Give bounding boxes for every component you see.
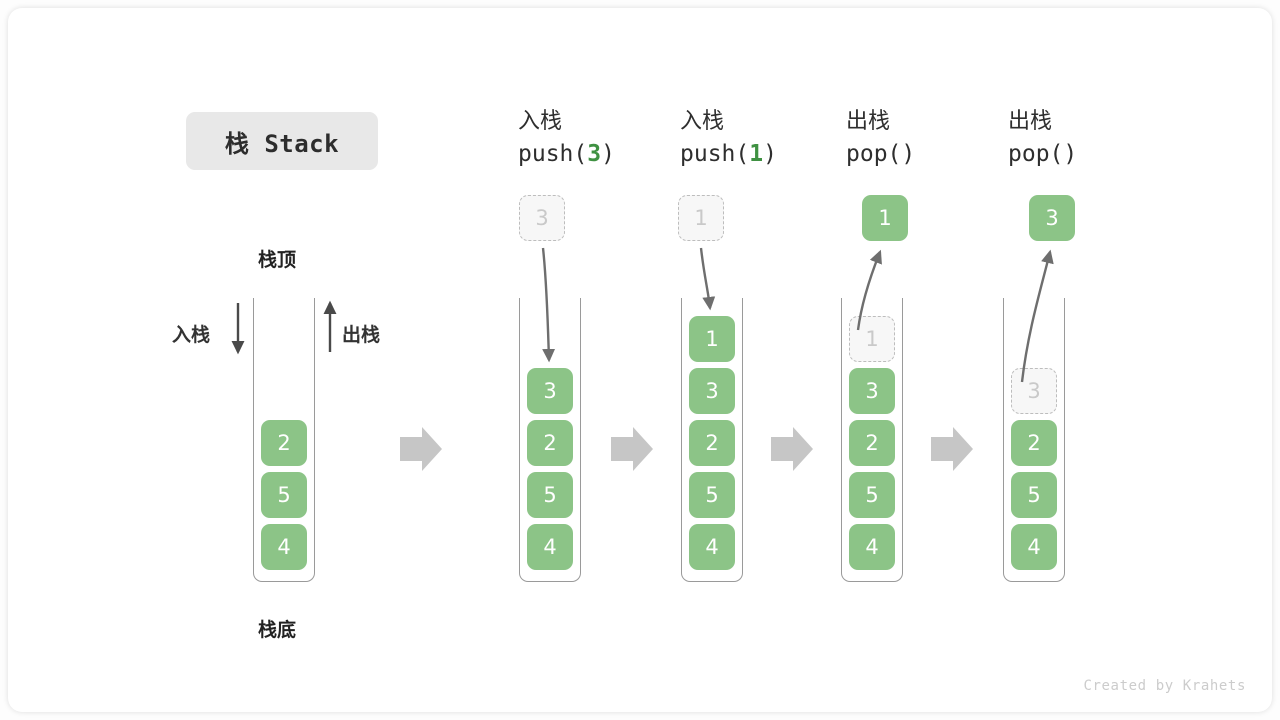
stack-cells: 1 3 2 5 4 (689, 316, 735, 570)
stack-cells: 3 2 5 4 (527, 368, 573, 570)
operation-code-0: push(3) (518, 141, 615, 168)
push-direction-label: 入栈 (172, 324, 211, 346)
operation-header-0: 入栈 push(3) (518, 108, 688, 170)
operation-header-1: 入栈 push(1) (680, 108, 850, 170)
stack-cell: 5 (689, 472, 735, 518)
stack-cell: 4 (527, 524, 573, 570)
operation-cn-3: 出栈 (1008, 109, 1053, 134)
stack-top-label: 栈顶 (258, 249, 297, 271)
operation-cn-0: 入栈 (518, 109, 563, 134)
stack-cell: 5 (849, 472, 895, 518)
stack-cell: 4 (1011, 524, 1057, 570)
operation-cn-2: 出栈 (846, 109, 891, 134)
stack-cell: 3 (1011, 368, 1057, 414)
operation-header-3: 出栈 pop() (1008, 108, 1178, 170)
stack-cell: 1 (849, 316, 895, 362)
stack-cell: 4 (261, 524, 307, 570)
title-badge: 栈 Stack (186, 112, 378, 170)
stack-cell: 3 (527, 368, 573, 414)
stack-cell: 2 (261, 420, 307, 466)
stack-cell: 5 (261, 472, 307, 518)
stack-cells: 1 3 2 5 4 (849, 316, 895, 570)
stack-cell: 2 (849, 420, 895, 466)
operation-code-2: pop() (846, 141, 916, 168)
credit-text: Created by Krahets (1083, 678, 1246, 694)
stack-cell: 1 (689, 316, 735, 362)
stack-cell: 5 (527, 472, 573, 518)
pending-push-cell: 3 (519, 195, 565, 241)
operation-code-1: push(1) (680, 141, 777, 168)
popped-value-cell: 3 (1029, 195, 1075, 241)
pop-direction-label: 出栈 (342, 324, 381, 346)
operation-code-3: pop() (1008, 141, 1078, 168)
popped-value-cell: 1 (862, 195, 908, 241)
stack-cell: 4 (849, 524, 895, 570)
pending-push-cell: 1 (678, 195, 724, 241)
stack-cell: 3 (849, 368, 895, 414)
stack-cell: 2 (689, 420, 735, 466)
stack-cell: 3 (689, 368, 735, 414)
stack-bottom-label: 栈底 (258, 619, 297, 641)
stack-cell: 5 (1011, 472, 1057, 518)
stack-cells: 3 2 5 4 (1011, 368, 1057, 570)
stack-cell: 2 (527, 420, 573, 466)
operation-cn-1: 入栈 (680, 109, 725, 134)
stack-cell: 2 (1011, 420, 1057, 466)
stack-cells: 2 5 4 (261, 420, 307, 570)
operation-header-2: 出栈 pop() (846, 108, 1016, 170)
stack-cell: 4 (689, 524, 735, 570)
